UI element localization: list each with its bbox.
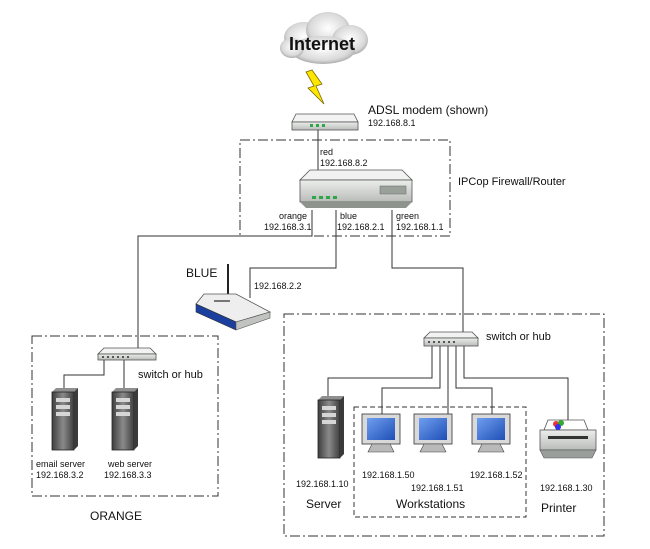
workstations-label: Workstations <box>396 497 465 511</box>
workstation-3-ip: 192.168.1.52 <box>470 470 523 480</box>
wireless-access-point-icon <box>195 264 272 331</box>
green-switch-label: switch or hub <box>486 331 551 343</box>
red-interface-label: red <box>320 147 333 157</box>
green-interface-label: green <box>396 211 419 221</box>
email-server-ip: 192.168.3.2 <box>36 470 84 480</box>
web-server-icon <box>111 388 138 451</box>
modem-label: ADSL modem (shown) <box>368 103 488 117</box>
workstation-1-monitor-icon <box>361 413 401 453</box>
orange-interface-ip: 192.168.3.1 <box>264 222 312 232</box>
wire-blue <box>249 210 337 298</box>
blue-interface-label: blue <box>340 211 357 221</box>
orange-switch-icon <box>97 347 157 361</box>
workstation-3-monitor-icon <box>471 413 511 453</box>
green-switch-icon <box>423 331 479 347</box>
server-icon <box>317 396 344 459</box>
workstation-1-ip: 192.168.1.50 <box>362 470 415 480</box>
green-interface-ip: 192.168.1.1 <box>396 222 444 232</box>
orange-switch-label: switch or hub <box>138 369 203 381</box>
web-server-ip: 192.168.3.3 <box>104 470 152 480</box>
wire-ws1 <box>381 346 441 414</box>
orange-interface-label: orange <box>279 211 307 221</box>
red-interface-ip: 192.168.8.2 <box>320 158 368 168</box>
email-server-label: email server <box>36 459 85 469</box>
email-server-icon <box>51 388 78 451</box>
blue-ap-label: BLUE <box>186 266 217 280</box>
wire-orange <box>137 210 313 348</box>
lightning-icon <box>305 69 325 105</box>
web-server-label: web server <box>107 459 152 469</box>
orange-zone-boundary <box>31 335 219 497</box>
modem-ip: 192.168.8.1 <box>368 118 416 128</box>
green-zone-boundary <box>283 313 605 537</box>
blue-interface-ip: 192.168.2.1 <box>337 222 385 232</box>
wire-email-server <box>63 360 105 392</box>
workstation-2-ip: 192.168.1.51 <box>411 483 464 493</box>
blue-ap-ip: 192.168.2.2 <box>254 281 302 291</box>
workstation-2-monitor-icon <box>413 413 453 453</box>
server-label: Server <box>306 497 341 511</box>
orange-zone-label: ORANGE <box>90 509 142 523</box>
firewall-router-icon <box>299 169 413 208</box>
internet-cloud-icon <box>280 12 368 64</box>
wire-server <box>327 346 433 400</box>
printer-icon <box>539 419 597 459</box>
internet-label: Internet <box>289 34 355 54</box>
wire-ws3 <box>455 346 493 414</box>
connections <box>63 130 569 420</box>
firewall-zone <box>239 139 451 237</box>
printer-ip: 192.168.1.30 <box>540 483 593 493</box>
wire-printer <box>463 346 569 420</box>
printer-label: Printer <box>541 501 576 515</box>
workstations-zone-boundary <box>353 406 527 518</box>
wire-green <box>391 210 464 332</box>
firewall-label: IPCop Firewall/Router <box>458 176 566 188</box>
server-ip: 192.168.1.10 <box>296 479 349 489</box>
adsl-modem-icon <box>291 113 359 131</box>
